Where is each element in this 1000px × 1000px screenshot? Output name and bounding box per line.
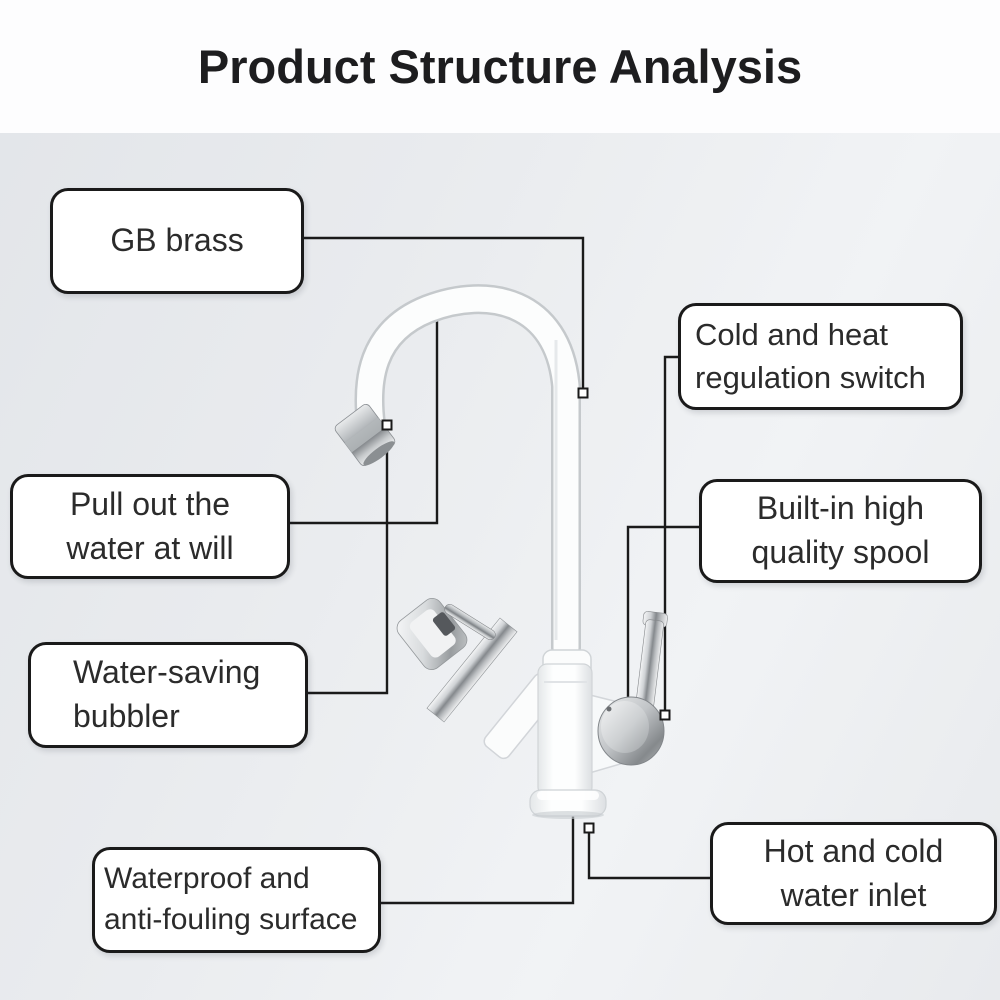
callout-bubbler-line1: Water-saving <box>73 654 261 691</box>
handle-cap-face <box>601 701 649 753</box>
callout-hot-cold-line2: water inlet <box>780 876 927 913</box>
callout-hot-cold-inlet: Hot and cold water inlet <box>710 822 997 925</box>
callout-bubbler-line2: bubbler <box>73 698 180 734</box>
base-shadow <box>532 811 604 819</box>
callout-cold-heat-line2: regulation switch <box>695 359 926 395</box>
aerator-bubbler <box>334 403 396 467</box>
connector-cold-heat <box>663 355 680 711</box>
callout-waterproof-surface: Waterproof and anti-fouling surface <box>92 847 381 953</box>
handle-cap-dot <box>606 706 612 712</box>
callout-pull-out: Pull out the water at will <box>10 474 290 579</box>
sprayer-head <box>396 597 468 671</box>
callout-spool-line1: Built-in high <box>756 490 925 527</box>
callout-water-saving-bubbler: Water-saving bubbler <box>28 642 308 748</box>
page-title: Product Structure Analysis <box>197 40 803 93</box>
callout-gb-brass: GB brass <box>50 188 304 294</box>
connector-gb-brass <box>303 236 585 390</box>
marker-bubbler <box>381 419 393 431</box>
marker-gb-brass <box>577 387 589 399</box>
connector-pull-out <box>289 318 439 525</box>
callout-waterproof-line1: Waterproof and <box>104 862 310 896</box>
gooseneck-spout <box>356 286 579 661</box>
callout-hot-cold-line1: Hot and cold <box>763 832 944 869</box>
marker-cold-heat <box>659 709 671 721</box>
connector-spool <box>626 525 701 705</box>
callout-cold-heat-line1: Cold and heat <box>695 317 889 353</box>
handle-lever <box>635 611 668 709</box>
title-band: Product Structure Analysis <box>0 0 1000 133</box>
callout-spool-line2: quality spool <box>751 534 930 570</box>
connector-hot-cold <box>587 832 712 880</box>
sprayer-diverter-button <box>432 612 456 636</box>
callout-pull-out-line2: water at will <box>66 529 234 566</box>
callout-built-in-spool: Built-in high quality spool <box>699 479 982 583</box>
connector-waterproof <box>379 815 575 905</box>
sprayer-trigger <box>444 603 496 641</box>
marker-hot-cold <box>583 822 595 834</box>
callout-cold-heat-switch: Cold and heat regulation switch <box>678 303 963 410</box>
callout-waterproof-line2: anti-fouling surface <box>104 903 358 936</box>
base-flange-lip <box>537 791 599 800</box>
callout-pull-out-line1: Pull out the <box>69 485 231 522</box>
sprayer-neck <box>426 617 518 723</box>
callout-gb-brass-line1: GB brass <box>110 222 244 259</box>
connector-bubbler <box>307 429 389 695</box>
